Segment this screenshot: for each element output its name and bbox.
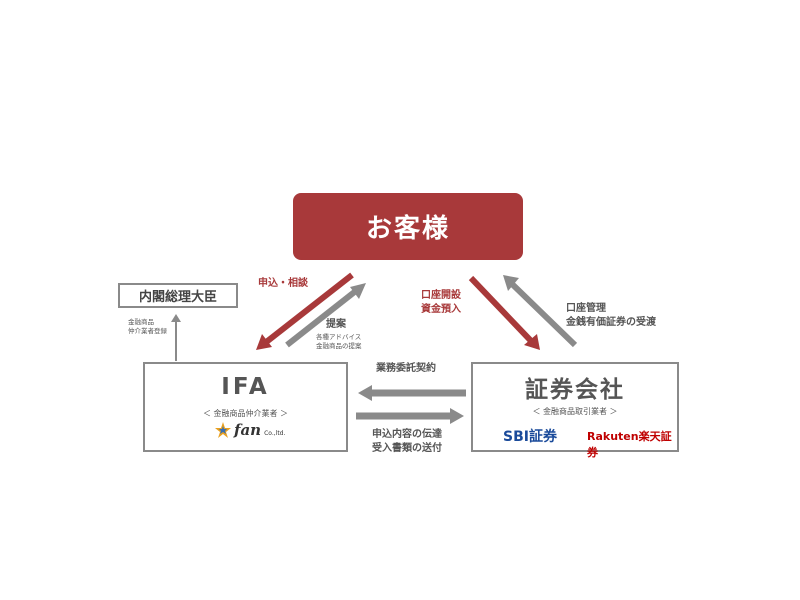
- registration-note-line2: 仲介業者登録: [128, 327, 167, 335]
- label-order-transmission: 申込内容の伝達 受入書類の送付: [372, 428, 442, 456]
- label-order-transmission-line2: 受入書類の送付: [372, 443, 442, 454]
- fan-logo-suffix: Co.,ltd.: [264, 430, 286, 437]
- arrow-ifa-to-customer: [285, 287, 359, 348]
- arrow-ifa-to-customer-head: [350, 283, 366, 299]
- label-account-opening-line1: 口座開設: [421, 290, 461, 301]
- minister-box: 内閣総理大臣: [118, 283, 238, 308]
- arrow-customer-to-ifa: [263, 272, 354, 346]
- minister-title: 内閣総理大臣: [138, 290, 217, 305]
- arrow-securities-to-ifa-head: [358, 385, 372, 401]
- label-account-opening: 口座開設 資金預入: [421, 289, 461, 317]
- fan-star-icon: [215, 422, 231, 438]
- sbi-logo: SBI証券: [503, 429, 557, 445]
- fan-logo: fan Co.,ltd.: [215, 422, 285, 438]
- arrow-customer-to-ifa-head: [256, 334, 272, 350]
- label-account-management-line1: 口座管理: [566, 303, 606, 314]
- ifa-subtitle: ＜ 金融商品仲介業者 ＞: [202, 409, 289, 418]
- label-order-transmission-line1: 申込内容の伝達: [372, 429, 442, 440]
- arrow-securities-to-customer: [507, 279, 578, 348]
- fan-logo-text: fan: [234, 421, 262, 439]
- rakuten-logo: Rakuten楽天証券: [587, 430, 672, 459]
- label-account-management: 口座管理 金銭有価証券の受渡: [566, 302, 656, 330]
- arrow-ifa-to-securities-head: [450, 408, 464, 424]
- registration-note-line1: 金融商品: [128, 318, 154, 326]
- label-proposal-detail-line2: 金融商品の提案: [316, 342, 362, 350]
- customer-title: お客様: [365, 214, 450, 244]
- label-account-opening-line2: 資金預入: [421, 304, 461, 315]
- label-account-management-line2: 金銭有価証券の受渡: [566, 317, 656, 328]
- arrow-customer-to-securities-head: [524, 334, 540, 350]
- customer-box: お客様: [293, 193, 523, 260]
- ifa-title: IFA: [221, 374, 270, 400]
- registration-note: 金融商品 仲介業者登録: [128, 318, 167, 336]
- arrow-customer-to-securities: [468, 275, 536, 346]
- securities-title: 証券会社: [525, 377, 625, 403]
- securities-box: 証券会社 ＜ 金融商品取引業者 ＞ SBI証券 Rakuten楽天証券: [471, 362, 679, 459]
- arrow-ifa-to-minister-head: [171, 314, 181, 322]
- label-proposal-detail-line1: 各種アドバイス: [316, 333, 362, 341]
- securities-subtitle: ＜ 金融商品取引業者 ＞: [532, 407, 618, 416]
- ifa-box: IFA ＜ 金融商品仲介業者 ＞ fan Co.,ltd.: [143, 362, 348, 452]
- label-apply-consult: 申込・相談: [258, 278, 308, 289]
- label-proposal: 提案: [326, 319, 346, 330]
- label-business-contract: 業務委託契約: [376, 363, 436, 374]
- arrow-securities-to-customer-head: [503, 275, 519, 291]
- label-proposal-detail: 各種アドバイス 金融商品の提案: [316, 333, 362, 351]
